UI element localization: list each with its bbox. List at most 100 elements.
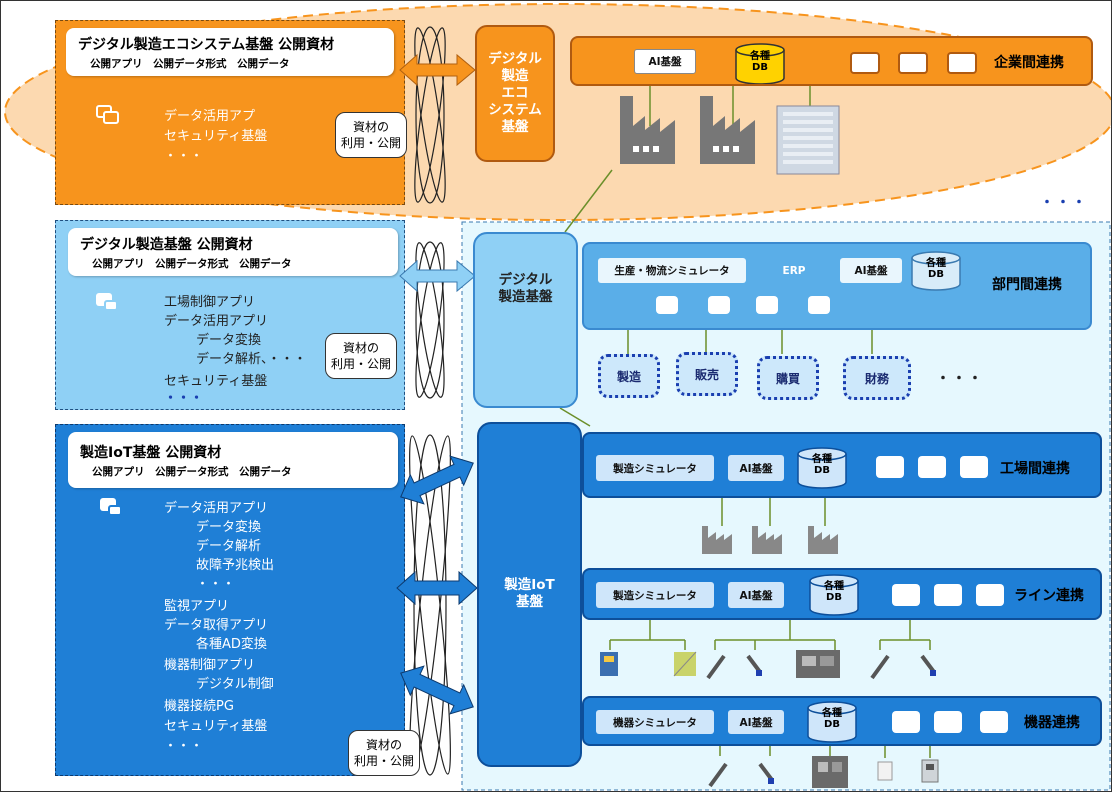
device-icon (877, 761, 893, 781)
db-label-line: DB (814, 465, 830, 476)
row-title-equipment: 機器連携 (1024, 715, 1080, 731)
system-node (892, 584, 920, 606)
db-label: 各種 DB (796, 454, 848, 476)
database-icon (807, 701, 857, 743)
db-label-line: 各種 (926, 258, 946, 269)
exchange-loops (409, 26, 451, 776)
digital-assets-title: デジタル製造基盤 公開資材 (80, 237, 253, 253)
sensor-icon (708, 762, 728, 788)
window-icon (96, 105, 120, 125)
digital-platform: デジタル 製造基盤 (473, 232, 578, 408)
list-item: 工場制御アプリ (164, 295, 256, 310)
list-item: データ解析、・・・ (196, 352, 307, 367)
factory-group (702, 498, 838, 554)
department-sales: 販売 (676, 352, 738, 396)
equipment-photo-icon (796, 650, 840, 678)
more-ellipsis: ・・・ (1040, 195, 1088, 211)
system-node (960, 456, 988, 478)
exchange-arrows (396, 53, 478, 715)
ai-platform-tag: AI基盤 (728, 455, 784, 481)
digital-platform-label: デジタル 製造基盤 (498, 272, 553, 305)
system-node (876, 456, 904, 478)
department-finance: 財務 (843, 356, 911, 400)
ai-platform-tag: AI基盤 (840, 258, 902, 283)
system-node (976, 584, 1004, 606)
digital-assets-subtitle: 公開アプリ 公開データ形式 公開データ (92, 258, 292, 270)
system-node (947, 52, 977, 74)
ecosystem-platform: デジタル 製造 エコ システム 基盤 (475, 25, 555, 162)
sim-tag: 機器シミュレータ (596, 710, 714, 734)
iot-row-equipment: 機器シミュレータ AI基盤 各種 DB 機器連携 (582, 696, 1102, 746)
sensor-icon (870, 654, 890, 680)
factory-icon (808, 526, 838, 554)
system-node (892, 711, 920, 733)
db-label-line: DB (824, 719, 840, 730)
db-label-line: 各種 (822, 708, 842, 719)
equipment-photo-icon (812, 756, 848, 788)
list-item: データ解析 (196, 539, 262, 554)
digital-bar: 生産・物流シミュレータ ERP AI基盤 各種 DB 部門間連携 (582, 242, 1092, 330)
iot-platform: 製造IoT 基盤 (477, 422, 582, 767)
database-icon (809, 574, 859, 616)
ai-platform-tag: AI基盤 (728, 710, 784, 734)
camera-icon (758, 762, 774, 784)
sensor-icon (706, 654, 726, 680)
list-item: 各種AD変換 (196, 637, 267, 652)
iot-assets-panel: 製造IoT基盤 公開資材 公開アプリ 公開データ形式 公開データ データ活用アプ… (55, 424, 405, 776)
db-label-line: DB (928, 269, 944, 280)
database-icon (797, 447, 847, 489)
ecosystem-assets-title: デジタル製造エコシステム基盤 公開資材 (78, 37, 335, 53)
list-item: セキュリティ基盤 (164, 374, 268, 389)
machine-icon (673, 651, 697, 677)
list-item: ・・・ (164, 739, 204, 754)
row-title-department: 部門間連携 (992, 277, 1062, 293)
list-item: ・・・ (164, 391, 204, 406)
db-label: 各種 DB (808, 581, 860, 603)
list-item: データ活用アプリ (164, 314, 269, 329)
db-label-line: 各種 (750, 51, 770, 62)
ecosystem-platform-label: デジタル 製造 エコ システム 基盤 (488, 51, 542, 135)
system-node (898, 52, 928, 74)
db-label-line: 各種 (824, 581, 844, 592)
list-item: 機器制御アプリ (164, 658, 256, 673)
callout-material-usage: 資材の 利用・公開 (348, 730, 420, 776)
digital-assets-header: デジタル製造基盤 公開資材 公開アプリ 公開データ形式 公開データ (68, 228, 398, 276)
department-manufacturing: 製造 (598, 354, 660, 398)
sim-tag: 製造シミュレータ (596, 582, 714, 608)
db-label: 各種 DB (910, 258, 962, 280)
list-item: セキュリティ基盤 (164, 719, 268, 734)
ai-platform-tag: AI基盤 (634, 49, 696, 74)
list-item: 故障予兆検出 (196, 558, 275, 573)
db-label: 各種 DB (734, 51, 786, 73)
window-icon (96, 293, 120, 313)
sim-tag: 生産・物流シミュレータ (598, 258, 746, 283)
window-icon (100, 498, 124, 518)
double-arrow-icon (400, 455, 474, 505)
factory-icon (752, 526, 782, 554)
department-purchasing: 購買 (757, 356, 819, 400)
list-item: セキュリティ基盤 (164, 129, 268, 144)
list-item: デジタル制御 (196, 677, 274, 692)
list-item: データ変換 (196, 520, 262, 535)
row-title-factory: 工場間連携 (1000, 461, 1070, 477)
double-arrow-icon (399, 53, 476, 87)
list-item: データ活用アプリ (164, 501, 269, 516)
camera-icon (920, 654, 936, 676)
callout-material-usage: 資材の 利用・公開 (335, 112, 407, 158)
system-node (850, 52, 880, 74)
digital-assets-panel: デジタル製造基盤 公開資材 公開アプリ 公開データ形式 公開データ 工場制御アプ… (55, 220, 405, 410)
double-arrow-icon (396, 570, 478, 606)
office-building-icon (776, 105, 840, 175)
iot-platform-label: 製造IoT 基盤 (504, 577, 555, 610)
list-item: 機器接続PG (164, 699, 234, 714)
system-node (934, 711, 962, 733)
iot-row-line: 製造シミュレータ AI基盤 各種 DB ライン連携 (582, 568, 1102, 620)
robot-arm-icon (600, 652, 618, 676)
system-node (918, 456, 946, 478)
more-ellipsis: ・・・ (936, 371, 984, 387)
db-label: 各種 DB (806, 708, 858, 730)
sim-tag: 製造シミュレータ (596, 455, 714, 481)
ecosystem-assets-subtitle: 公開アプリ 公開データ形式 公開データ (90, 58, 290, 70)
system-node (808, 296, 830, 314)
